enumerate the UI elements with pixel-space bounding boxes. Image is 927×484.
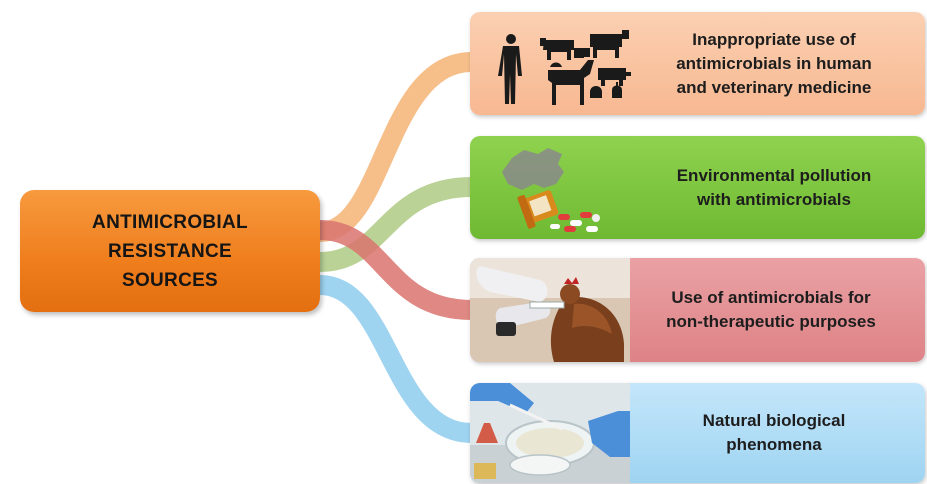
label-line: and veterinary medicine (676, 77, 872, 97)
source-card-non-therapeutic-use: Use of antimicrobials for non-therapeuti… (470, 258, 925, 362)
chicken-injection-photo (470, 258, 630, 362)
center-title-line-3: SOURCES (121, 269, 219, 291)
connector-to-environmental-pollution (310, 177, 482, 272)
label-line: Inappropriate use of (692, 29, 856, 49)
center-title-line-2: RESISTANCE (107, 240, 233, 262)
label-line: non-therapeutic purposes (666, 312, 876, 331)
connector-to-non-therapeutic-use (310, 220, 482, 320)
source-card-antimicrobial-misuse: Inappropriate use of antimicrobials in h… (470, 12, 925, 115)
map-and-spilled-pills-icon (502, 148, 600, 232)
human-and-animals-icon (498, 30, 631, 105)
label-line: antimicrobials in human (676, 53, 872, 73)
source-card-environmental-pollution: Environmental pollution with antimicrobi… (470, 136, 925, 239)
connector-to-natural-phenomena (310, 275, 482, 443)
center-node-antimicrobial-resistance-sources: ANTIMICROBIAL RESISTANCE SOURCES (20, 190, 320, 312)
source-label-antimicrobial-misuse: Inappropriate use of antimicrobials in h… (639, 12, 909, 115)
source-label-non-therapeutic-use: Use of antimicrobials for non-therapeuti… (631, 258, 911, 362)
label-line: Natural biological (702, 411, 846, 430)
center-title-line-1: ANTIMICROBIAL (92, 211, 248, 233)
source-label-environmental-pollution: Environmental pollution with antimicrobi… (639, 136, 909, 239)
label-line: with antimicrobials (697, 189, 851, 209)
source-card-natural-phenomena: Natural biological phenomena (470, 383, 925, 483)
petri-dish-lab-photo (470, 383, 630, 483)
label-line: phenomena (726, 435, 822, 454)
label-line: Environmental pollution (676, 165, 872, 185)
label-line: Use of antimicrobials for (671, 288, 871, 307)
source-label-natural-phenomena: Natural biological phenomena (639, 383, 909, 483)
